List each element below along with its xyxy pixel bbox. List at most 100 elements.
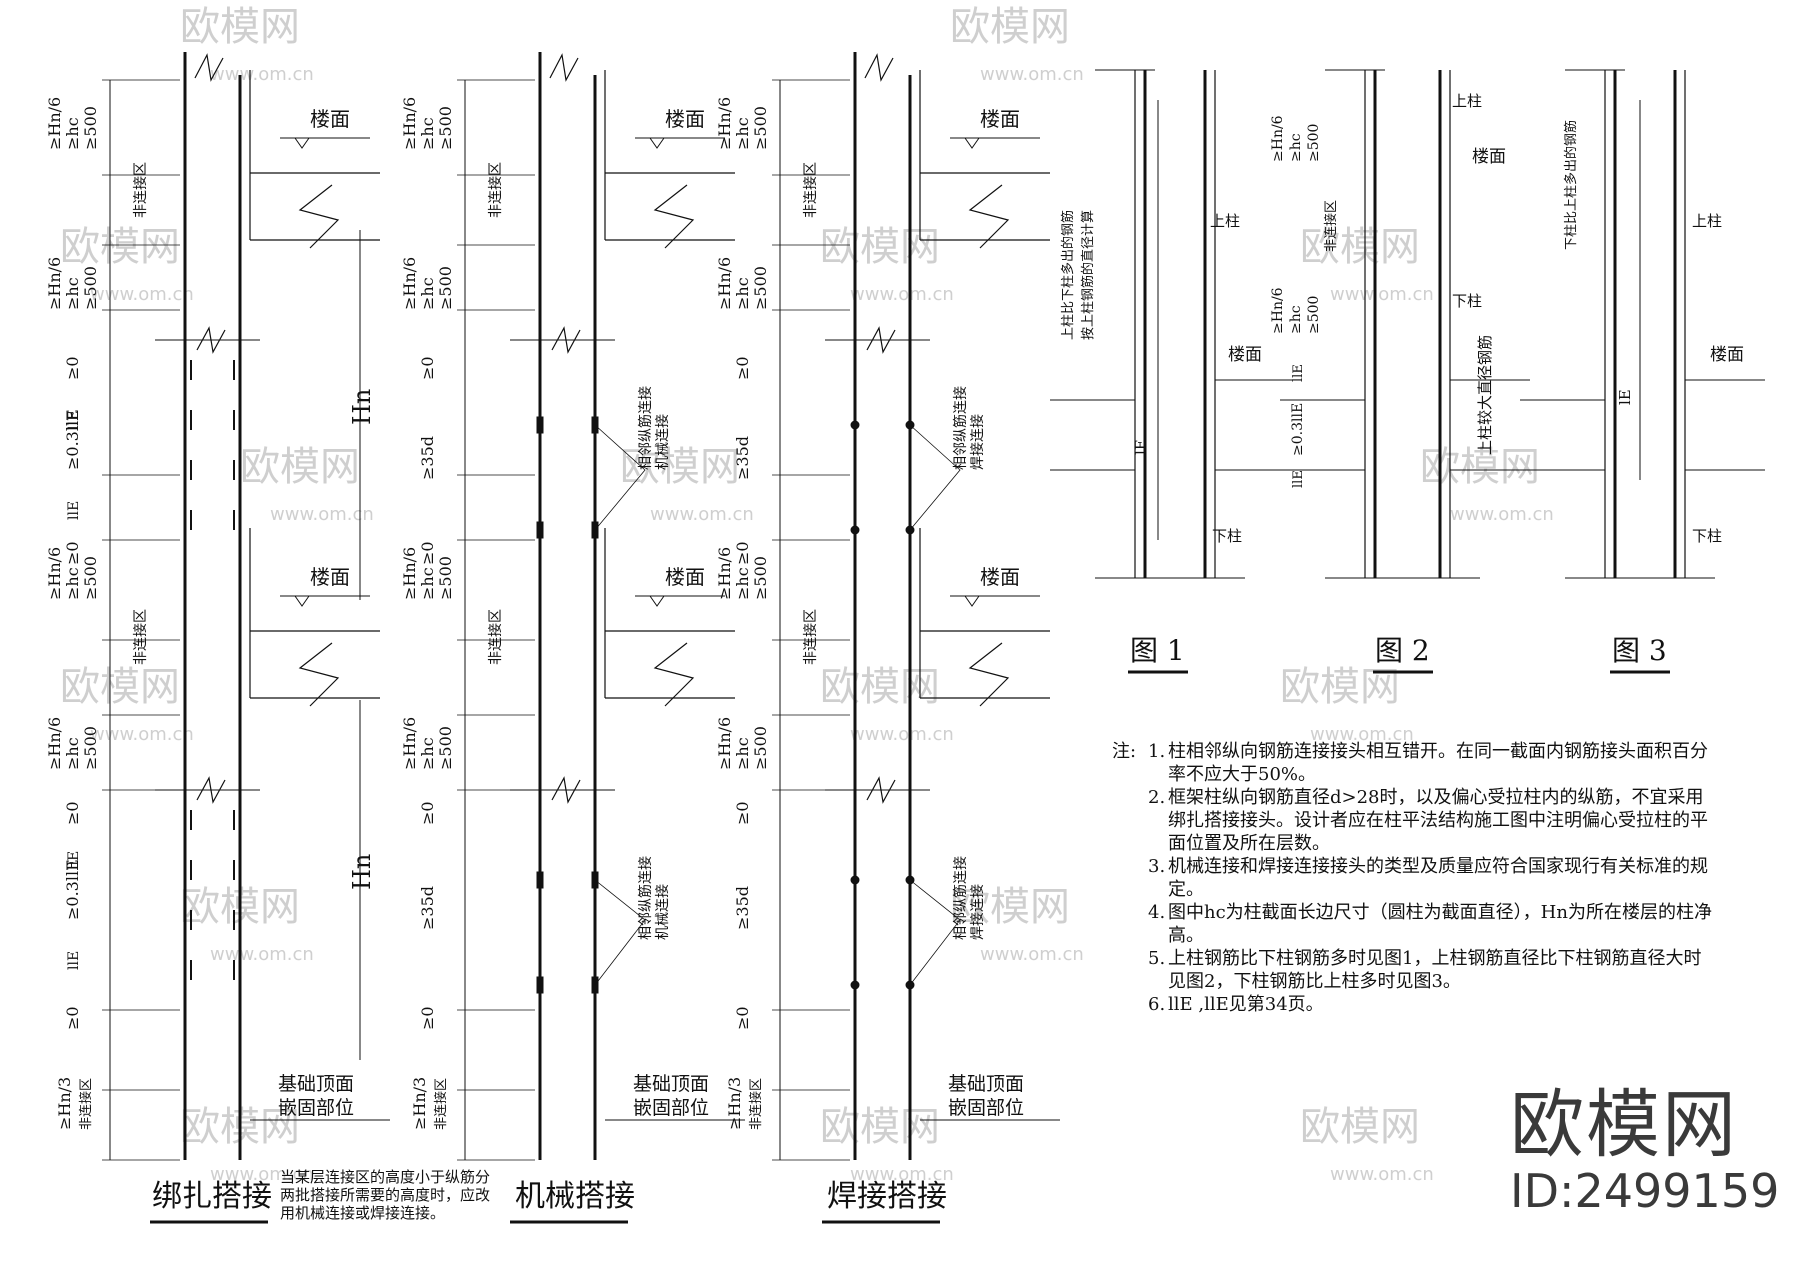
- brand-name: 欧模网: [1510, 1082, 1738, 1168]
- weld-dot: [850, 875, 860, 885]
- foundation-label-1: 基础顶面: [948, 1073, 1024, 1095]
- note-number: 1.: [1148, 741, 1166, 762]
- adjacent-label-1: 相邻纵筋连接: [637, 386, 654, 470]
- floor-tri: [294, 137, 310, 149]
- dim-label: llE: [66, 851, 82, 870]
- slab-break: [968, 184, 1010, 249]
- note-number: 6.: [1148, 994, 1166, 1015]
- watermark-url: www.om.cn: [650, 504, 754, 525]
- fig2-hn6-b: ≥Hn/6: [1270, 287, 1286, 334]
- dim-label: ≥Hn/6: [715, 257, 734, 310]
- foundation-label-1: 基础顶面: [633, 1073, 709, 1095]
- dim-label: ≥Hn/6: [400, 717, 419, 770]
- floor-label: 楼面: [980, 107, 1020, 131]
- dim-label: ≥500: [81, 106, 100, 150]
- watermark-url: www.om.cn: [1310, 724, 1414, 745]
- joint-break: [196, 326, 226, 354]
- dim-label: ≥hc: [418, 567, 437, 600]
- dim-label: ≥500: [751, 726, 770, 770]
- watermark-url: www.om.cn: [980, 944, 1084, 965]
- dim-label: llE: [66, 501, 82, 520]
- floor-tri: [294, 595, 310, 607]
- watermark-text: 欧模网: [240, 444, 360, 490]
- fig2-lower-col-label: 下柱: [1452, 292, 1482, 310]
- fig2-floor-label: 楼面: [1472, 147, 1506, 167]
- adjacent-label-1: 相邻纵筋连接: [952, 856, 969, 940]
- break-line: [864, 53, 894, 82]
- fig1-le-label: lE: [1132, 439, 1150, 455]
- fig2-upper-col-label: 上柱: [1452, 92, 1482, 110]
- watermark-url: www.om.cn: [270, 504, 374, 525]
- non-zone-label: 非连接区: [132, 609, 149, 665]
- coupler: [536, 521, 544, 539]
- foundation-label-2: 嵌固部位: [948, 1097, 1024, 1119]
- note-number: 5.: [1148, 948, 1166, 969]
- note-number: 3.: [1148, 856, 1166, 877]
- watermark-text: 欧模网: [1300, 224, 1420, 270]
- method-title-lap: 绑扎搭接: [152, 1179, 272, 1214]
- watermark-text: 欧模网: [60, 664, 180, 710]
- floor-label: 楼面: [665, 565, 705, 589]
- fig2-500-b: ≥500: [1306, 296, 1322, 334]
- dim-label: ≥0: [63, 801, 82, 825]
- note-text: 机械连接和焊接连接接头的类型及质量应符合国家现行有关标准的规定。: [1168, 856, 1708, 900]
- watermark-text: 欧模网: [950, 884, 1070, 930]
- fig1-upper-col-label: 上柱: [1210, 212, 1240, 230]
- floor-tri: [649, 137, 665, 149]
- dim-label: ≥hc: [418, 277, 437, 310]
- watermark-url: www.om.cn: [210, 64, 314, 85]
- dim-label: ≥hc: [418, 737, 437, 770]
- fig3-note: 下柱比上柱多出的钢筋: [1563, 120, 1579, 250]
- adjacent-label-1: 相邻纵筋连接: [637, 856, 654, 940]
- dim-label: ≥Hn/6: [45, 257, 64, 310]
- dim-label: ≥500: [436, 106, 455, 150]
- dim-label: ≥500: [81, 726, 100, 770]
- fig3-le-label: lE: [1616, 389, 1634, 405]
- dim-label: ≥35d: [418, 886, 437, 930]
- fig1-floor-label: 楼面: [1228, 345, 1262, 365]
- weld-dot: [850, 980, 860, 990]
- note-text: 图中hc为柱截面长边尺寸（圆柱为截面直径），Hn为所在楼层的柱净高。: [1168, 902, 1712, 946]
- fig3-upper-col-label: 上柱: [1692, 212, 1722, 230]
- dim-label: ≥0.3llE: [63, 409, 82, 470]
- dim-label: llE: [66, 411, 82, 430]
- dim-label: ≥500: [751, 556, 770, 600]
- floor-label: 楼面: [310, 107, 350, 131]
- fig2-lle03: ≥0.3llE: [1290, 403, 1306, 456]
- watermark-text: 欧模网: [60, 224, 180, 270]
- watermark-url: www.om.cn: [1330, 1164, 1434, 1185]
- dim-label: llE: [66, 951, 82, 970]
- dim-label: ≥hc: [733, 277, 752, 310]
- non-zone-label: 非连接区: [487, 609, 504, 665]
- notes-block: 注: 1.柱相邻纵向钢筋连接接头相互错开。在同一截面内钢筋接头面积百分率不应大于…: [1112, 740, 1712, 1016]
- dim-label: ≥500: [751, 106, 770, 150]
- dim-label: ≥0: [63, 1006, 82, 1030]
- method-title-mechanical: 机械搭接: [515, 1179, 635, 1214]
- coupler: [536, 976, 544, 994]
- dim-label: ≥500: [436, 556, 455, 600]
- fig2-note: 上柱较大直径钢筋: [1476, 335, 1494, 455]
- hn-label: Hn: [348, 389, 376, 425]
- joint-break: [551, 326, 581, 354]
- note-item: 6.llE ,llE见第34页。: [1148, 993, 1712, 1016]
- fig2-500: ≥500: [1306, 124, 1322, 162]
- break-line: [194, 53, 224, 82]
- dim-label: ≥hc: [733, 117, 752, 150]
- dim-label: ≥Hn/6: [400, 97, 419, 150]
- fig1-note-2: 按上柱钢筋的直径计算: [1080, 210, 1096, 340]
- dim-label: ≥hc: [63, 277, 82, 310]
- watermark-url: www.om.cn: [850, 724, 954, 745]
- foundation-label-1: 基础顶面: [278, 1073, 354, 1095]
- note-item: 2.框架柱纵向钢筋直径d>28时，以及偏心受拉柱内的纵筋，不宜采用绑扎搭接接头。…: [1148, 786, 1712, 855]
- floor-tri: [964, 137, 980, 149]
- dim-label: ≥hc: [63, 117, 82, 150]
- figure-1-title: 图 1: [1130, 634, 1185, 667]
- fig2-hc-b: ≥hc: [1288, 305, 1304, 334]
- dim-label: ≥0: [733, 801, 752, 825]
- fig2-lle: llE: [1291, 364, 1306, 382]
- dim-label: ≥500: [436, 266, 455, 310]
- watermark-text: 欧模网: [1300, 1104, 1420, 1150]
- bottom-note: 当某层连接区的高度小于纵筋分两批搭接所需要的高度时，应改用机械连接或焊接连接。: [280, 1168, 491, 1222]
- non-zone-label: 非连接区: [487, 162, 504, 218]
- fig2-hc: ≥hc: [1288, 133, 1304, 162]
